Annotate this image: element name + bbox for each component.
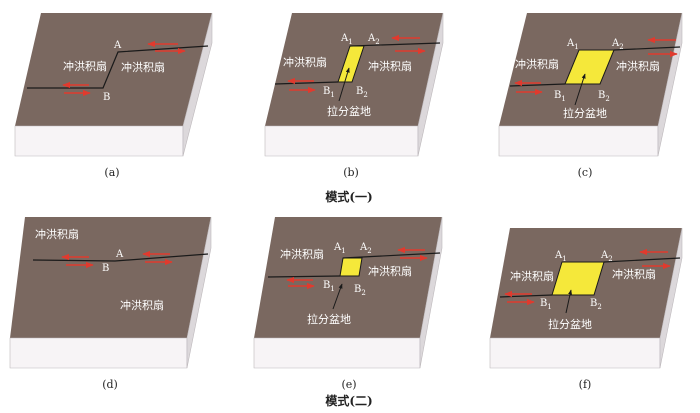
panel-caption: (f) (579, 378, 592, 391)
fan-label-left: 冲洪积扇 (280, 247, 324, 261)
pull-apart-basin (340, 258, 362, 276)
basin-label: 拉分盆地 (563, 106, 607, 120)
basin-label: 拉分盆地 (307, 312, 351, 326)
panel-b: 冲洪积扇 冲洪积扇 A1 A2 B1 B2 拉分盆地 (b) (265, 13, 443, 179)
fan-label-left: 冲洪积扇 (283, 55, 327, 69)
block-front (490, 338, 660, 368)
block-front (254, 338, 420, 368)
fan-label-right: 冲洪积扇 (612, 267, 656, 281)
fan-label-right: 冲洪积扇 (616, 59, 660, 73)
point-B-label: B (103, 92, 110, 103)
panel-caption: (b) (343, 166, 359, 179)
panel-caption: (d) (102, 378, 118, 391)
block-top (15, 13, 212, 126)
panel-f: 冲洪积扇 冲洪积扇 A1 A2 B1 B2 拉分盆地 (f) (490, 228, 682, 391)
fan-label-right: 冲洪积扇 (368, 264, 412, 278)
basin-label: 拉分盆地 (327, 104, 371, 118)
panel-e: 冲洪积扇 冲洪积扇 A1 A2 B1 B2 拉分盆地 (e) (254, 217, 442, 391)
block-front (265, 126, 418, 156)
row-label-1: 模式(一) (325, 189, 372, 204)
block-front (10, 338, 187, 368)
panel-caption: (c) (578, 166, 593, 179)
point-A-label: A (115, 249, 124, 260)
point-B-label: B (102, 263, 109, 274)
basin-label: 拉分盆地 (548, 317, 592, 331)
panel-d: 冲洪积扇 冲洪积扇 A B (d) (10, 217, 211, 391)
block-front (15, 126, 183, 156)
fan-label-right: 冲洪积扇 (121, 60, 165, 74)
fan-label-left: 冲洪积扇 (63, 59, 107, 73)
point-A-label: A (113, 40, 122, 51)
fan-label-right: 冲洪积扇 (368, 59, 412, 73)
panel-a: 冲洪积扇 冲洪积扇 A B (a) (15, 13, 212, 179)
panel-c: 冲洪积扇 冲洪积扇 A1 A2 B1 B2 拉分盆地 (c) (499, 13, 682, 179)
fan-label-lower: 冲洪积扇 (120, 298, 164, 312)
fan-label-left: 冲洪积扇 (515, 57, 559, 71)
fan-label-upper: 冲洪积扇 (35, 227, 79, 241)
panel-caption: (a) (104, 166, 119, 179)
fan-label-left: 冲洪积扇 (510, 269, 554, 283)
block-front (499, 126, 658, 156)
row-label-2: 模式(二) (325, 393, 372, 408)
panel-caption: (e) (341, 378, 356, 391)
